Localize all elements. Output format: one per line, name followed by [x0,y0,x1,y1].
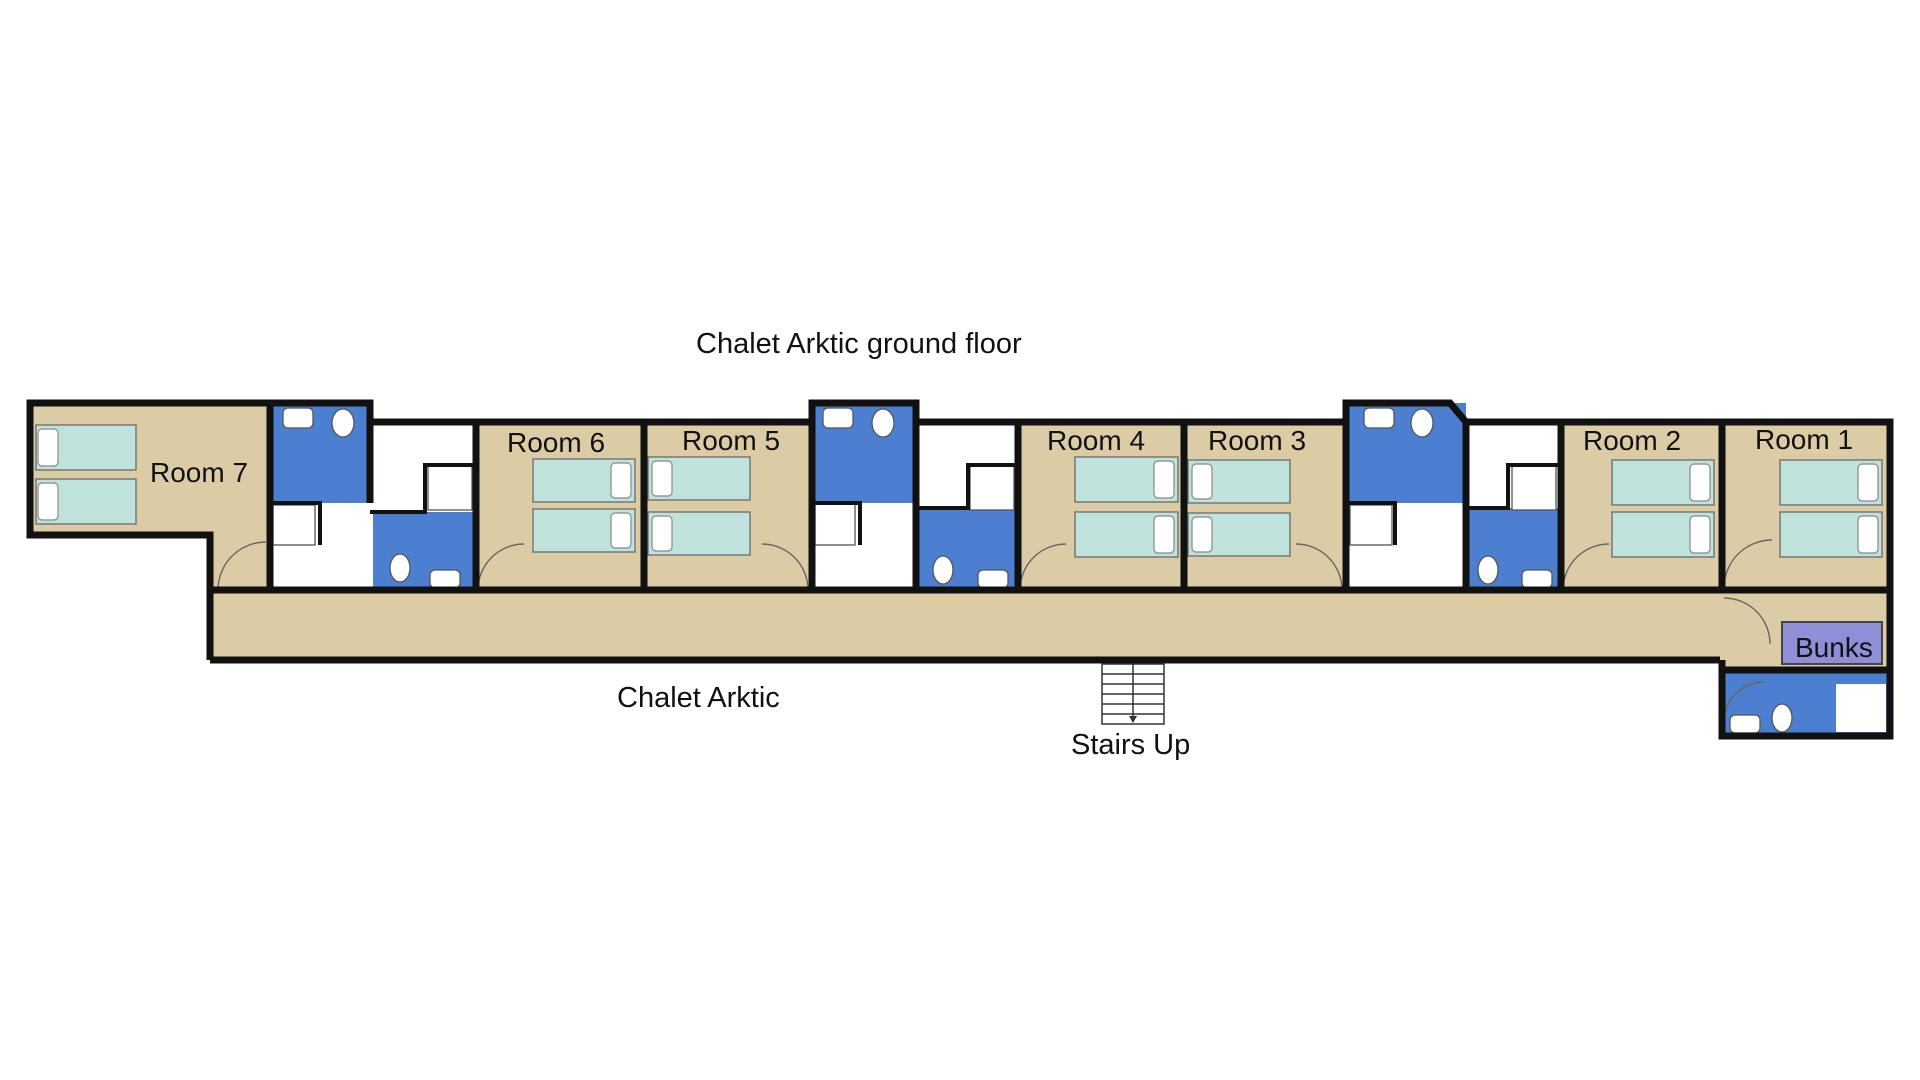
fixtures [272,407,1793,734]
room-label-2: Room 2 [1583,425,1681,456]
walls [26,399,1894,740]
building-label: Chalet Arktic [617,682,780,714]
room-5-floor [644,420,812,590]
labels: Chalet Arktic ground floor Room 7 Room 6… [150,328,1873,761]
room-6-floor [476,420,644,590]
room-label-1: Room 1 [1755,424,1853,455]
room-label-4: Room 4 [1047,425,1145,456]
stairs-label: Stairs Up [1071,729,1190,761]
bunks-bed [1781,621,1883,665]
room-label-5: Room 5 [682,425,780,456]
room-label-3: Room 3 [1208,425,1306,456]
plan-title: Chalet Arktic ground floor [696,328,1022,360]
room-label-7: Room 7 [150,457,248,488]
room-4-floor [1018,420,1184,590]
corridor [210,590,1890,660]
room-3-floor [1184,420,1346,590]
room-label-6: Room 6 [507,427,605,458]
stairs [1101,663,1165,725]
bunks-label: Bunks [1795,632,1873,663]
beds [35,424,1883,558]
stairs-arrow-icon [1129,716,1137,723]
